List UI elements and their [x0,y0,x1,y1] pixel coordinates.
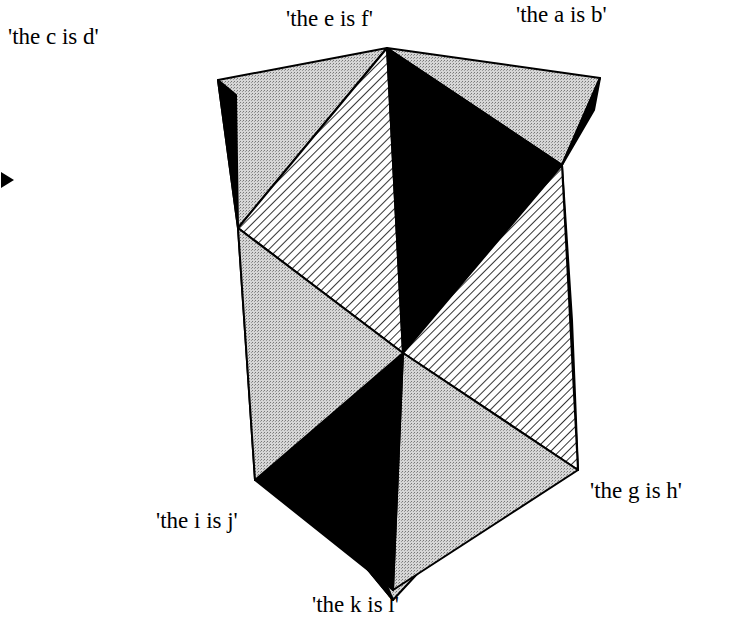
statement-label: 'the a is b' [516,2,607,27]
statement-label: 'the g is h' [590,478,682,503]
statement-label: 'the e is f' [286,6,373,31]
statement-label: 'the i is j' [156,508,238,533]
arrow-head [1,172,14,188]
statement-label: 'the c is d' [8,24,99,49]
statement-label: 'the k is l' [312,592,399,617]
